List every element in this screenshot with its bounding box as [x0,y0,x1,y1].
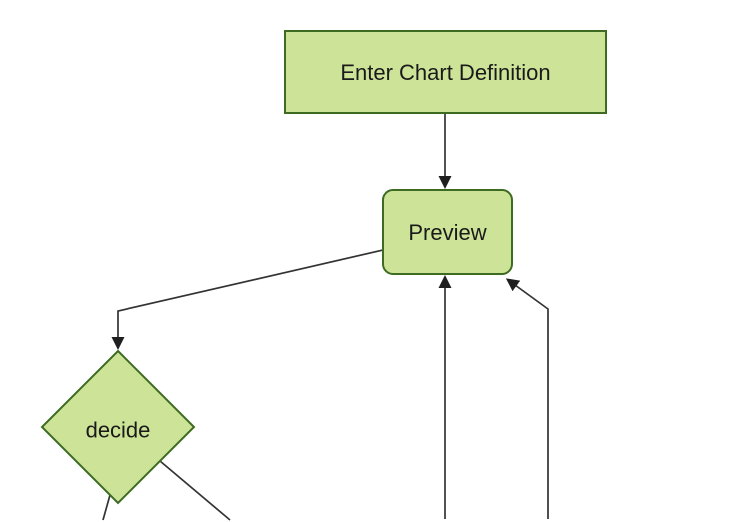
preview-box [382,189,513,275]
edge-preview-to-decide [111,249,384,350]
node-preview: Preview [382,189,513,275]
node-enter-chart-definition: Enter Chart Definition [284,30,607,114]
edge-offscreen-bottom-right-to-preview [505,278,549,519]
edge-group [102,113,549,521]
enter-chart-definition-box [284,30,607,114]
node-decide: decide [40,349,196,505]
enter-chart-definition-label: Enter Chart Definition [340,60,550,85]
decide-diamond [40,349,196,505]
decide-label: decide [86,418,151,443]
edge-decide-to-offscreen-bottom-left [102,494,111,521]
edge-decide-to-offscreen-bottom-right [159,460,231,521]
preview-label: Preview [408,220,486,245]
